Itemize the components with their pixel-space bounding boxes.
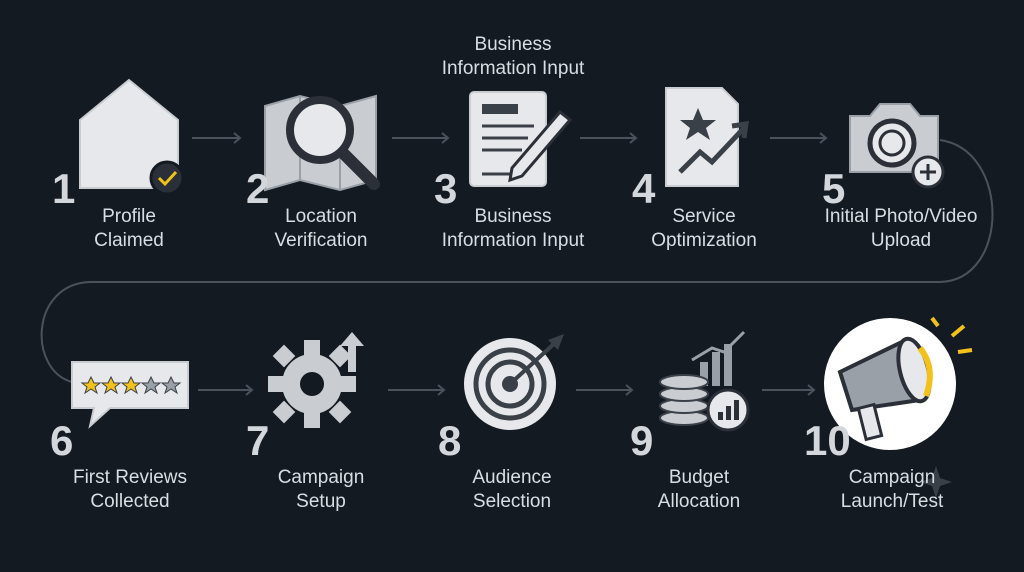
map-magnifier-icon — [264, 94, 380, 192]
step-8-number: 8 — [438, 417, 462, 464]
step-4-number: 4 — [632, 165, 656, 212]
step-3-label: Business Information Input — [441, 206, 585, 251]
arrow-9-10 — [762, 384, 816, 396]
spark-line-3 — [957, 348, 973, 354]
document-pen-icon — [469, 91, 573, 187]
top-label: Business Information Input — [441, 34, 585, 79]
arrow-2-3 — [392, 132, 450, 144]
step-6-number: 6 — [50, 417, 74, 464]
step-5-label: Initial Photo/Video Upload — [824, 206, 978, 251]
step-7-label: Campaign Setup — [277, 467, 365, 512]
spark-line-1 — [930, 316, 940, 328]
step-5-number: 5 — [822, 165, 846, 212]
step-6-label: First Reviews Collected — [72, 467, 187, 512]
house-check-icon — [79, 78, 185, 196]
megaphone-icon — [824, 316, 973, 498]
arrow-7-8 — [388, 384, 446, 396]
gear-arrow-icon — [268, 332, 364, 428]
connectors — [40, 132, 994, 396]
arrow-4-5 — [770, 132, 828, 144]
arrow-1-2 — [192, 132, 242, 144]
review-stars-icon — [71, 361, 189, 429]
step-9-label: Budget Allocation — [657, 467, 741, 512]
document-chart-icon — [665, 87, 749, 187]
step-4-label: Service Optimization — [651, 206, 757, 251]
camera-plus-icon — [849, 103, 945, 189]
step-2-label: Location Verification — [274, 206, 368, 251]
spark-line-2 — [950, 324, 966, 338]
coins-chart-icon — [659, 330, 750, 432]
step-3-number: 3 — [434, 165, 458, 212]
step-10-number: 10 — [804, 417, 851, 464]
sparkle-icon — [920, 466, 952, 498]
step-7-number: 7 — [246, 417, 270, 464]
curve-5-6 — [40, 139, 994, 383]
step-1-number: 1 — [52, 165, 76, 212]
step-9-number: 9 — [630, 417, 654, 464]
target-arrow-icon — [464, 334, 564, 430]
arrow-6-7 — [198, 384, 254, 396]
step-10-label: Campaign Launch/Test — [840, 467, 944, 512]
step-2-number: 2 — [246, 165, 270, 212]
step-1-label: Profile Claimed — [94, 206, 164, 251]
arrow-8-9 — [576, 384, 634, 396]
arrow-3-4 — [580, 132, 638, 144]
step-8-label: Audience Selection — [472, 467, 552, 512]
